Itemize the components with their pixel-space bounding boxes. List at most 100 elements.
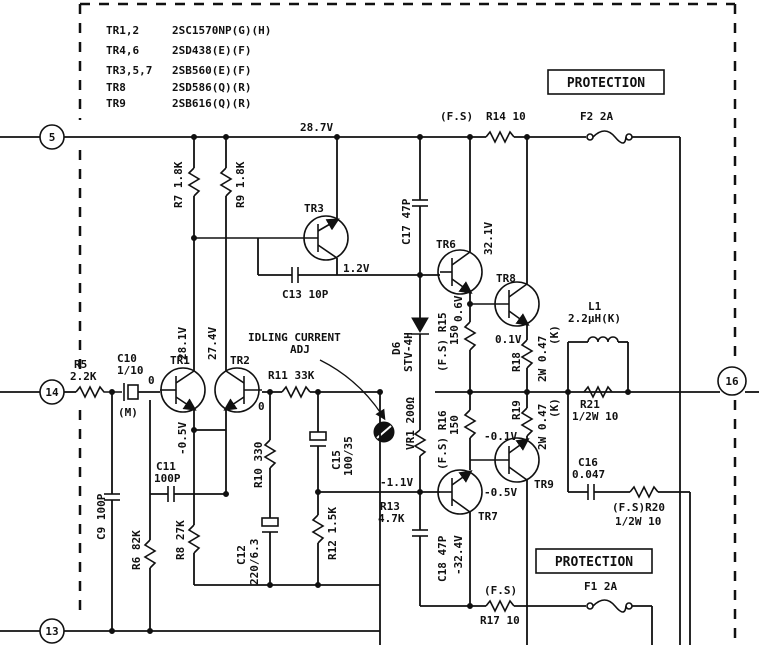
resistor-r16: (F.S) R16 150	[436, 392, 477, 470]
capacitor-c13: C13 10P	[257, 238, 440, 301]
f1-label: F1 2A	[584, 580, 617, 593]
terminal-13: 13	[39, 618, 65, 644]
transistor-tr8: TR8	[470, 137, 540, 327]
vr1-label: VR1 200Ω	[404, 397, 417, 450]
c11-value: 100P	[154, 472, 181, 485]
r6-label: R6 82K	[130, 530, 143, 570]
tr9-base-voltage: -0.1V	[484, 430, 517, 443]
fuse-f2: F2 2A	[580, 110, 681, 645]
resistor-r20: (F.S)R20 1/2W 10	[612, 485, 691, 645]
r14-label: R14 10	[486, 110, 526, 123]
diode-d6: D6 STV-4H	[390, 275, 429, 420]
l1-label: L1	[588, 300, 602, 313]
tr3-output-voltage: 1.2V	[343, 262, 370, 275]
resistor-r6: R6 82K	[130, 400, 157, 631]
r19-value: 2W 0.47	[536, 404, 549, 450]
tr1-label: TR1	[170, 354, 190, 367]
terminal-16-label: 16	[725, 375, 739, 388]
transistor-tr6: TR6	[436, 137, 483, 304]
r18-value: 2W 0.47	[536, 336, 549, 382]
protection-top: PROTECTION	[547, 69, 665, 95]
resistor-r17: (F.S) R17 10	[420, 584, 586, 627]
r21-label: R21	[580, 398, 600, 411]
c10-m: (M)	[118, 406, 138, 419]
resistor-r15: (F.S) R15 150	[436, 304, 477, 392]
tr6-label: TR6	[436, 238, 456, 251]
r15-value: 150	[448, 325, 461, 345]
capacitor-c9: C9 100P	[95, 392, 120, 631]
tr3-label: TR3	[304, 202, 324, 215]
transistor-legend: TR1,2 2SC1570NP(G)(H) TR4,6 2SD438(E)(F)…	[106, 24, 271, 110]
d6-label: D6	[390, 341, 403, 355]
c12-label: C12	[235, 545, 248, 565]
transistor-tr1: TR1	[160, 354, 206, 413]
f2-label: F2 2A	[580, 110, 613, 123]
c11-label: C11	[156, 460, 176, 473]
tr1-collector-voltage: 28.1V	[176, 327, 189, 360]
terminal-5-label: 5	[49, 131, 56, 144]
c16-value: 0.047	[572, 468, 605, 481]
r15-voltage: 0.6V	[452, 295, 465, 322]
c18-label: C18 47P	[436, 535, 449, 582]
r16-value: 150	[448, 415, 461, 435]
legend-id-5: TR9	[106, 97, 126, 110]
terminal-16: 16	[717, 366, 747, 396]
r18-label: R18	[510, 352, 523, 372]
r19-k: (K)	[548, 398, 561, 418]
tr8-label: TR8	[496, 272, 516, 285]
c15-label: C15	[330, 450, 343, 470]
transistor-tr2: TR2	[214, 354, 262, 413]
r10-label: R10 330	[252, 442, 265, 488]
c9-label: C9 100P	[95, 493, 108, 540]
r13-label: R13	[380, 500, 400, 513]
tr2-collector-voltage: 27.4V	[206, 327, 219, 360]
resistor-r12: R12 1.5K	[311, 491, 440, 585]
tr1-emitter-voltage: -0.5V	[176, 422, 189, 455]
rail-top-voltage: 28.7V	[300, 121, 333, 134]
terminal-5: 5	[39, 124, 65, 150]
r5-value: 2.2K	[70, 370, 97, 383]
tr7-collector-voltage: -32.4V	[452, 535, 465, 575]
r18-k: (K)	[548, 325, 561, 345]
c16-label: C16	[578, 456, 598, 469]
tr7-emitter-voltage: -0.5V	[484, 486, 517, 499]
capacitor-c17: C17 47P	[400, 137, 428, 275]
c12-value: 220/6.3	[248, 539, 261, 585]
transistor-tr7: TR7	[437, 469, 498, 606]
resistor-r11: R11 33K	[262, 369, 380, 399]
legend-part-1: 2SC1570NP(G)(H)	[172, 24, 271, 37]
capacitor-c11: C11 100P	[150, 430, 227, 502]
legend-part-4: 2SD586(Q)(R)	[172, 81, 251, 94]
r7-label: R7 1.8K	[172, 161, 185, 208]
idle-adjust-note: IDLING CURRENT ADJ	[248, 331, 386, 421]
r5-label: R5	[74, 358, 87, 371]
tr6-collector-voltage: 32.1V	[482, 222, 495, 255]
protection-bottom-label: PROTECTION	[555, 555, 633, 570]
legend-part-5: 2SB616(Q)(R)	[172, 97, 251, 110]
protection-bottom: PROTECTION	[535, 548, 653, 574]
tr1-base-voltage: 0	[148, 374, 155, 387]
idle-text-1: IDLING CURRENT	[248, 331, 341, 344]
d6-part: STV-4H	[402, 332, 415, 372]
resistor-r19: R19 2W 0.47 (K)	[510, 392, 561, 450]
resistor-r21: R21 1/2W 10	[572, 385, 618, 423]
junctions	[109, 134, 631, 634]
r13-value: 4.7K	[378, 512, 405, 525]
legend-id-2: TR4,6	[106, 44, 139, 57]
inductor-l1: L1 2.2μH(K)	[567, 300, 629, 392]
resistor-r10: R10 330	[252, 392, 277, 518]
r20-label: (F.S)R20	[612, 501, 665, 514]
r11-label: R11 33K	[268, 369, 315, 382]
l1-value: 2.2μH(K)	[568, 312, 621, 325]
legend-id-1: TR1,2	[106, 24, 139, 37]
legend-part-2: 2SD438(E)(F)	[172, 44, 251, 57]
r15-label: (F.S) R15	[436, 312, 449, 372]
tr9-label: TR9	[534, 478, 554, 491]
capacitor-c15: C15 100/35	[309, 392, 355, 492]
fs-bottom-label: (F.S)	[484, 584, 517, 597]
resistor-r9: R9 1.8K	[219, 137, 247, 371]
potentiometer-vr1: VR1 200Ω	[373, 397, 427, 470]
r8-label: R8 27K	[174, 520, 187, 560]
r20-value: 1/2W 10	[615, 515, 661, 528]
c13-label: C13 10P	[282, 288, 329, 301]
